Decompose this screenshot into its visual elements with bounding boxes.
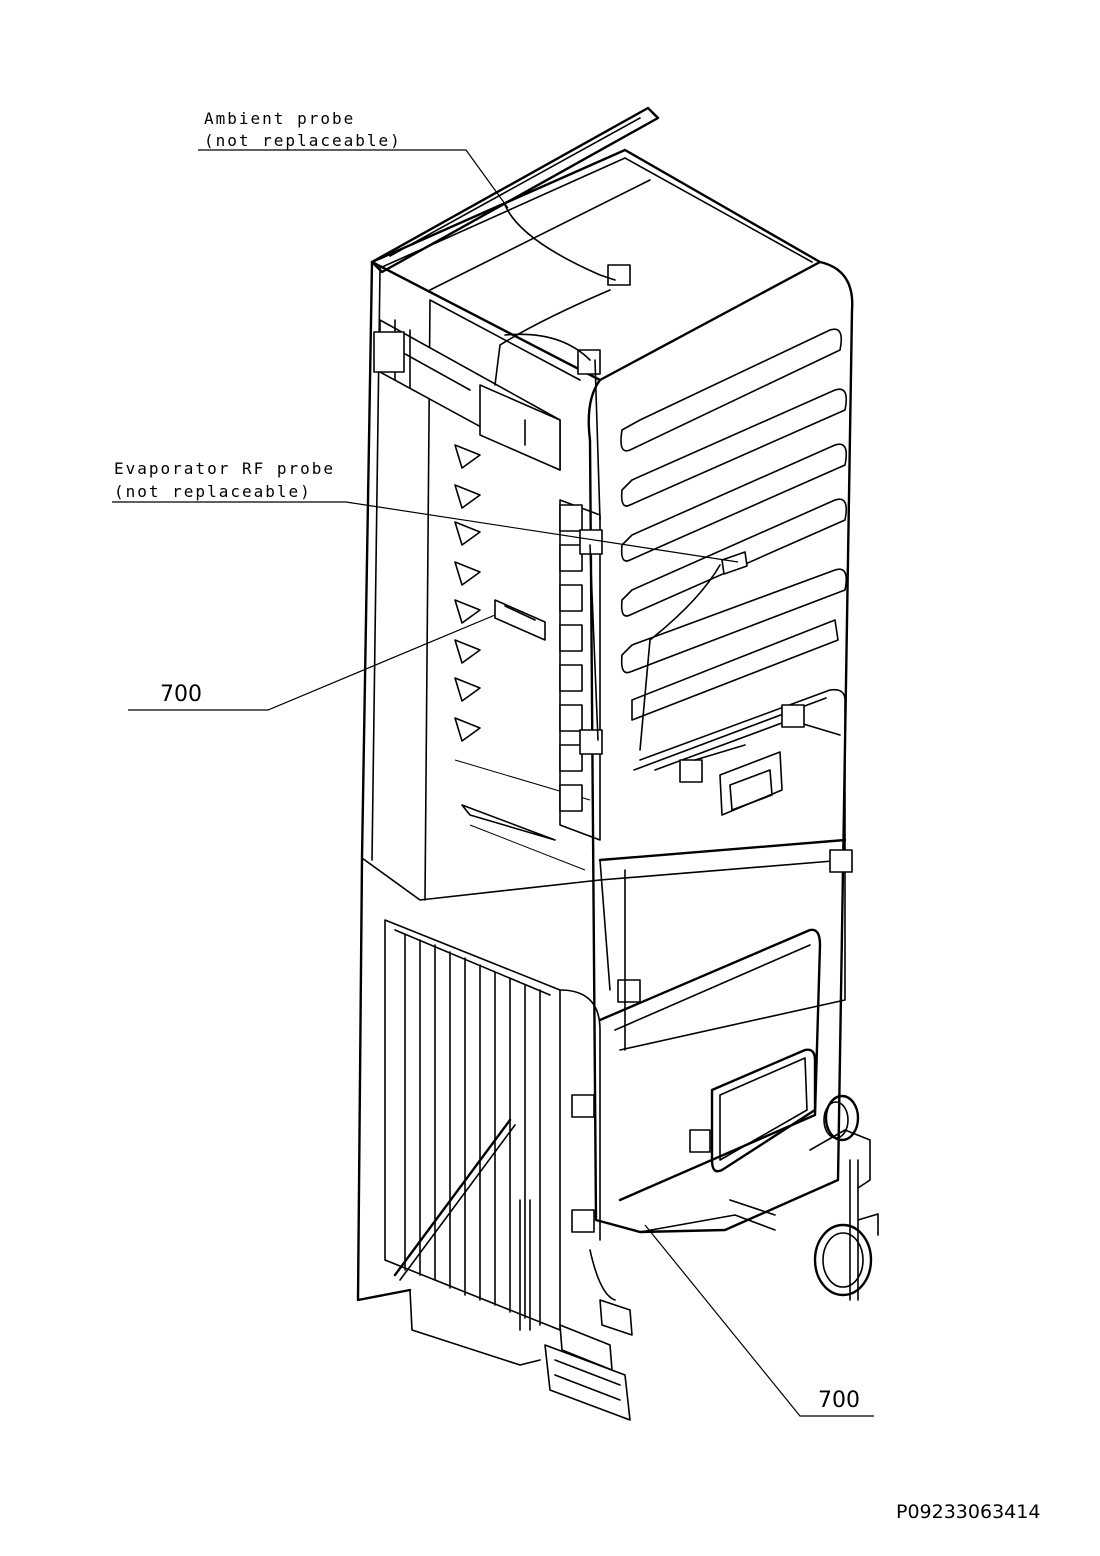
ref-700-bottom-label: 700 bbox=[818, 1388, 860, 1413]
ambient-probe-label-line2: (not replaceable) bbox=[204, 131, 402, 150]
callout-ref-700-left: 700 bbox=[128, 614, 496, 711]
evaporator-probe-leader bbox=[112, 501, 739, 563]
ambient-probe-label-line1: Ambient probe bbox=[204, 109, 355, 128]
condenser-coil-lower bbox=[384, 919, 601, 1331]
ambient-probe-leader bbox=[198, 149, 509, 209]
drawing-code: P09233063414 bbox=[896, 1501, 1040, 1523]
callout-ambient-probe: Ambient probe (not replaceable) bbox=[198, 109, 509, 209]
condenser-coil-upper bbox=[620, 328, 848, 721]
ref-700-bottom-leader bbox=[644, 1224, 874, 1417]
capillary-coil bbox=[809, 1094, 879, 1301]
ref-700-left-leader bbox=[128, 614, 496, 711]
evaporator-probe-label-line2: (not replaceable) bbox=[114, 482, 312, 501]
ref-700-left-label: 700 bbox=[160, 682, 202, 707]
evaporator-probe-label-line1: Evaporator RF probe bbox=[114, 459, 335, 478]
callout-evaporator-probe: Evaporator RF probe (not replaceable) bbox=[112, 459, 739, 563]
callout-ref-700-bottom: 700 bbox=[644, 1224, 874, 1417]
compressor-bracket bbox=[544, 1299, 633, 1421]
refrigerator-cabinet bbox=[356, 106, 879, 1421]
right-hinge-strip bbox=[559, 499, 601, 841]
